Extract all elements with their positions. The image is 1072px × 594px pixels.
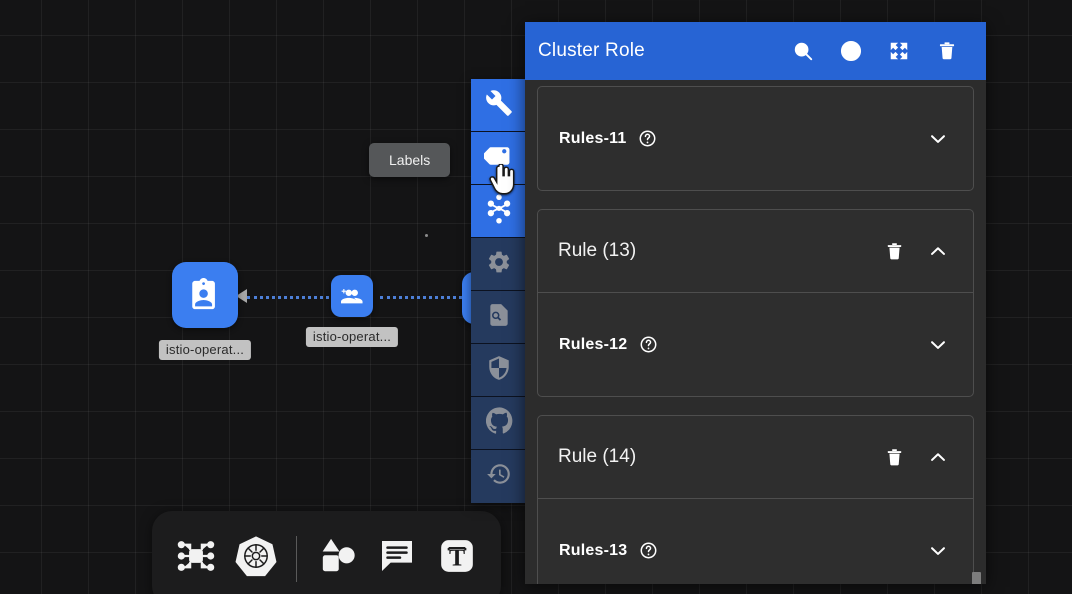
toolbar-separator: [296, 535, 297, 582]
hub-icon: [484, 194, 514, 229]
toolbar-button-inspect[interactable]: [471, 291, 527, 344]
gear-icon: [486, 249, 512, 280]
rule-label: Rule (13): [558, 240, 637, 261]
toolbar-button-security[interactable]: [471, 344, 527, 397]
bottom-button-components[interactable]: [166, 531, 226, 587]
chevron-down-icon[interactable]: [927, 334, 949, 356]
node-group[interactable]: istio-operat...: [305, 275, 399, 347]
wrench-icon: [485, 89, 513, 122]
tooltip-labels: Labels: [369, 143, 451, 177]
document-search-icon: [486, 302, 512, 333]
edge-1-arrowhead: [236, 289, 247, 303]
toolbar-button-topology[interactable]: [471, 185, 527, 238]
bottom-button-comment[interactable]: [367, 531, 427, 587]
history-icon: [486, 461, 512, 492]
chevron-up-icon[interactable]: [927, 446, 949, 468]
panel-scrollbar-thumb[interactable]: [972, 572, 981, 584]
vertical-toolbar: [471, 79, 527, 503]
edge-1: [247, 296, 342, 299]
chevron-down-icon[interactable]: [927, 540, 949, 562]
toolbar-button-tools[interactable]: [471, 79, 527, 132]
help-icon[interactable]: [639, 541, 658, 560]
rules-label: Rules-11: [559, 129, 627, 147]
bottom-button-shapes[interactable]: [307, 531, 367, 587]
node-service-account-box[interactable]: [172, 262, 238, 328]
shapes-icon: [316, 535, 358, 582]
expand-icon[interactable]: [882, 34, 916, 68]
rules-row[interactable]: Rules-11: [538, 87, 973, 190]
shield-icon: [486, 355, 512, 386]
panel-title: Cluster Role: [538, 40, 645, 61]
group-add-icon: [341, 285, 363, 307]
circuit-icon: [176, 536, 216, 581]
text-icon: T: [437, 536, 477, 581]
github-icon: [485, 407, 513, 439]
panel-body[interactable]: Rules-11: [525, 80, 986, 584]
panel-scrollbar-track[interactable]: [972, 142, 984, 584]
chevron-down-icon[interactable]: [927, 128, 949, 150]
delete-icon[interactable]: [930, 34, 964, 68]
id-badge-icon: [188, 278, 222, 312]
search-icon[interactable]: [786, 34, 820, 68]
cluster-role-panel: Cluster Role: [525, 22, 986, 584]
node-label: istio-operat...: [158, 340, 252, 360]
rule-label: Rule (14): [558, 446, 637, 467]
bottom-button-text[interactable]: T: [427, 531, 487, 587]
rule-group-card: Rule (14) Rules-: [537, 415, 974, 584]
node-service-account[interactable]: istio-operat...: [158, 262, 252, 360]
rule-header-row[interactable]: Rule (13): [538, 210, 973, 293]
help-icon[interactable]: [834, 34, 868, 68]
rules-label: Rules-13: [559, 541, 628, 559]
edge-2: [380, 296, 475, 299]
node-label: istio-operat...: [305, 327, 399, 347]
comment-icon: [377, 536, 417, 581]
bottom-toolbar: T: [152, 511, 501, 594]
toolbar-button-settings[interactable]: [471, 238, 527, 291]
delete-icon[interactable]: [884, 241, 905, 262]
kubernetes-icon: [235, 535, 277, 582]
rules-card: Rules-11: [537, 86, 974, 191]
rule-header-row[interactable]: Rule (14): [538, 416, 973, 499]
svg-text:T: T: [449, 544, 465, 571]
toolbar-button-labels[interactable]: [471, 132, 527, 185]
bottom-button-kubernetes[interactable]: [226, 531, 286, 587]
chevron-up-icon[interactable]: [927, 240, 949, 262]
node-group-box[interactable]: [331, 275, 373, 317]
rules-row[interactable]: Rules-13: [538, 499, 973, 584]
delete-icon[interactable]: [884, 447, 905, 468]
rules-row[interactable]: Rules-12: [538, 293, 973, 396]
panel-header: Cluster Role: [525, 22, 986, 80]
tag-icon: [482, 141, 514, 176]
help-icon[interactable]: [639, 335, 658, 354]
toolbar-button-github[interactable]: [471, 397, 527, 450]
toolbar-button-history[interactable]: [471, 450, 527, 503]
rule-group-card: Rule (13) Rules-: [537, 209, 974, 397]
rules-label: Rules-12: [559, 335, 628, 353]
help-icon[interactable]: [638, 129, 657, 148]
